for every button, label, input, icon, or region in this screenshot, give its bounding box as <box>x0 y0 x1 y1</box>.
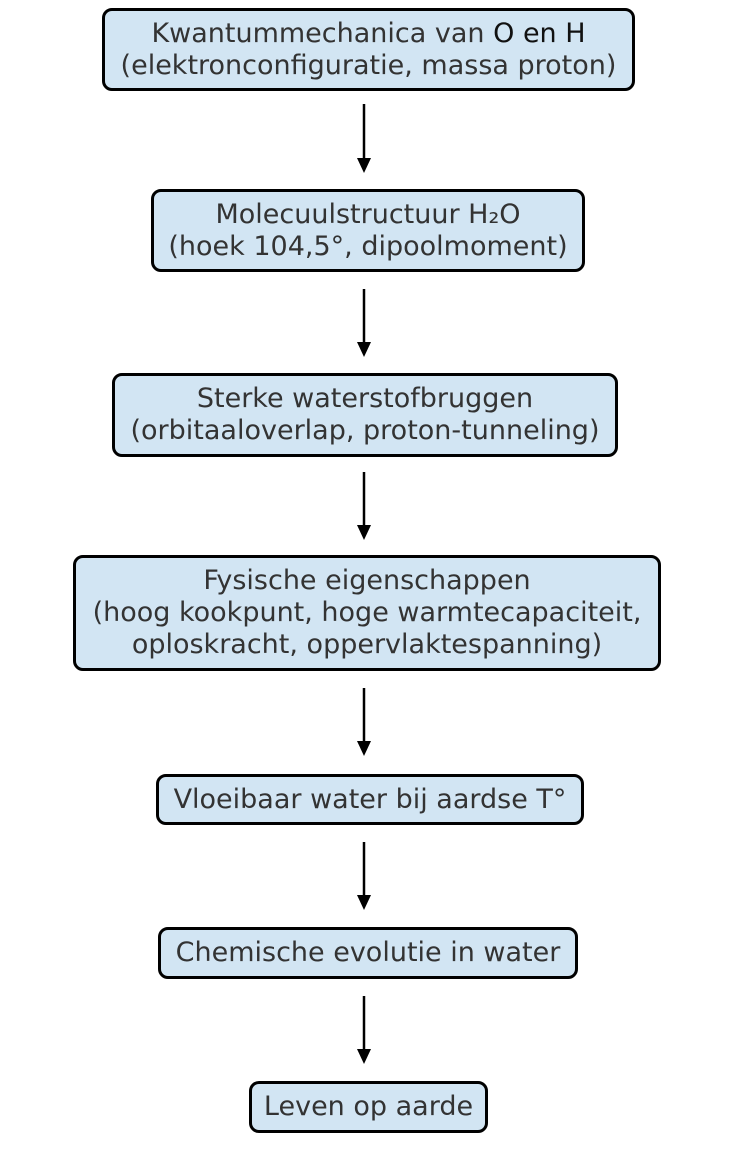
node-physical-properties-line1: Fysische eigenschappen <box>203 565 531 596</box>
node-physical-properties: Fysische eigenschappen (hoog kookpunt, h… <box>73 555 661 671</box>
node-liquid-water-line1: Vloeibaar water bij aardse T° <box>173 783 567 815</box>
node-quantum-mechanics-highlight: O en H <box>493 17 586 49</box>
node-quantum-mechanics-line2: (elektronconfiguratie, massa proton) <box>120 49 617 81</box>
node-chemical-evolution: Chemische evolutie in water <box>158 927 578 979</box>
arrow-3 <box>357 472 371 540</box>
node-molecular-structure-line2: (hoek 104,5°, dipoolmoment) <box>168 230 568 262</box>
arrow-5 <box>357 842 371 910</box>
arrow-2 <box>357 289 371 357</box>
node-liquid-water: Vloeibaar water bij aardse T° <box>156 774 584 825</box>
node-quantum-mechanics: Kwantummechanica van O en H (elektroncon… <box>102 8 635 91</box>
node-physical-properties-line2: (hoog kookpunt, hoge warmtecapaciteit, <box>92 597 642 628</box>
node-hydrogen-bonds: Sterke waterstofbruggen (orbitaaloverlap… <box>112 373 618 457</box>
arrow-6 <box>357 996 371 1064</box>
node-molecular-structure-line1: Molecuulstructuur H₂O <box>215 198 521 230</box>
node-hydrogen-bonds-line2: (orbitaaloverlap, proton-tunneling) <box>130 415 600 446</box>
node-hydrogen-bonds-line1: Sterke waterstofbruggen <box>196 383 534 414</box>
node-life-on-earth: Leven op aarde <box>249 1081 488 1133</box>
node-physical-properties-line3: oploskracht, oppervlaktespanning) <box>131 629 603 660</box>
node-life-on-earth-line1: Leven op aarde <box>263 1091 474 1122</box>
arrow-4 <box>357 688 371 756</box>
arrow-1 <box>357 104 371 173</box>
node-quantum-mechanics-line1: Kwantummechanica van O en H <box>151 17 586 49</box>
node-molecular-structure: Molecuulstructuur H₂O (hoek 104,5°, dipo… <box>151 189 585 272</box>
node-chemical-evolution-line1: Chemische evolutie in water <box>175 937 561 968</box>
